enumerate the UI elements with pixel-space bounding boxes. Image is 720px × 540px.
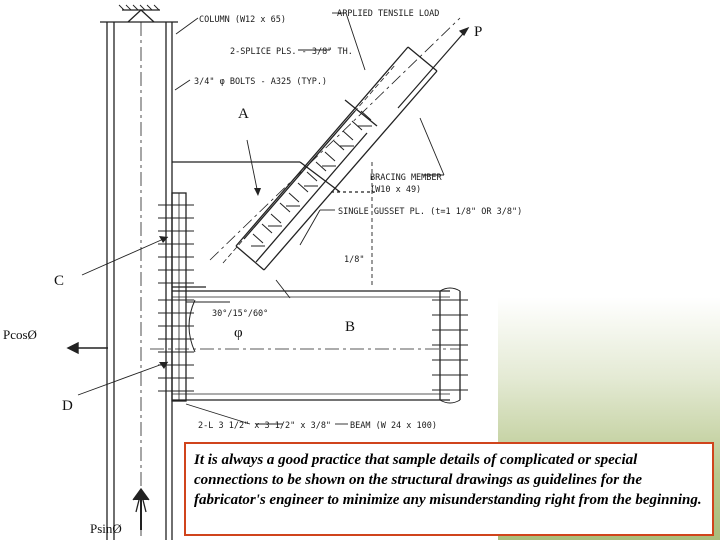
- pcos-label: PcosØ: [3, 327, 37, 342]
- phi-label: φ: [234, 325, 243, 341]
- angle-label: 30°/15°/60°: [212, 309, 268, 319]
- bracing-bolts: [251, 110, 372, 247]
- column-label: COLUMN (W12 x 65): [199, 15, 286, 25]
- c-label: C: [54, 273, 64, 289]
- psin-label: PsinØ: [90, 521, 122, 536]
- bracing-label-1: BRACING MEMBER: [370, 173, 443, 183]
- bolts-label: 3/4" φ BOLTS - A325 (TYP.): [194, 77, 327, 87]
- applied-load-label: APPLIED TENSILE LOAD: [337, 9, 439, 19]
- weld-label: 1/8": [344, 255, 364, 265]
- applied-load-arrow: [397, 26, 470, 109]
- gusset-label: SINGLE GUSSET PL. (t=1 1/8" OR 3/8"): [338, 207, 522, 217]
- splice-label: 2-SPLICE PLS. - 3/8" TH.: [230, 47, 353, 57]
- bracing-member: [209, 17, 461, 271]
- b-label: B: [345, 319, 355, 335]
- horizontal-load-arrow: [66, 341, 108, 355]
- bracing-label-2: (W10 x 49): [370, 185, 421, 195]
- beam: [150, 287, 468, 404]
- d-label: D: [62, 398, 73, 414]
- column: [100, 21, 178, 540]
- bottom-pin-support: [132, 487, 150, 530]
- top-pin-support: [118, 4, 160, 23]
- beam-label: BEAM (W 24 x 100): [350, 421, 437, 431]
- p-label: P: [474, 24, 482, 40]
- caption-box: It is always a good practice that sample…: [184, 442, 714, 536]
- caption-text: It is always a good practice that sample…: [194, 452, 702, 508]
- arrowheads: [159, 188, 261, 369]
- a-label: A: [238, 106, 249, 122]
- angles-label: 2-L 3 1/2" x 3 1/2" x 3/8": [198, 421, 331, 431]
- double-angle-connection: [158, 192, 194, 402]
- leader-lines: [77, 12, 445, 425]
- gusset-plate: [172, 161, 375, 288]
